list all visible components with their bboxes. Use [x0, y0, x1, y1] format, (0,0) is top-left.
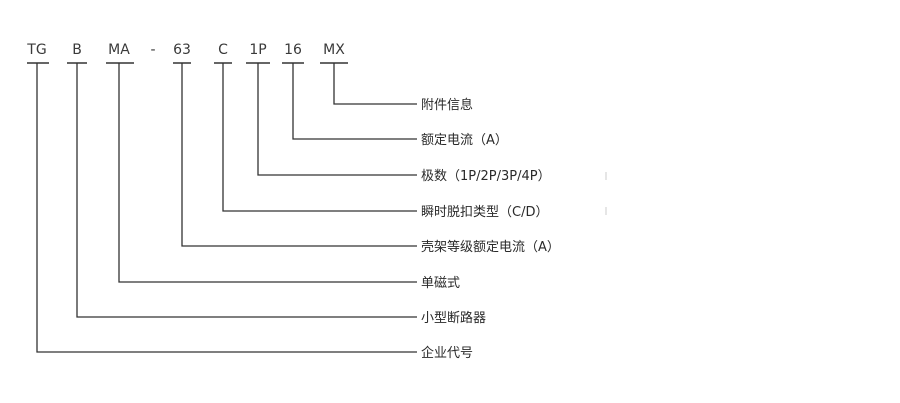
- leader-trip: [222, 63, 417, 212]
- desc-breaker: 小型断路器: [421, 310, 486, 326]
- code-company: TG: [26, 42, 46, 58]
- leader-accessory: [333, 63, 417, 105]
- desc-frame-current: 壳架等级额定电流（A）: [421, 239, 560, 255]
- code-dash: -: [150, 42, 155, 58]
- leader-magnetic: [118, 63, 417, 283]
- desc-magnetic: 单磁式: [421, 276, 460, 291]
- code-frame: 63: [173, 42, 191, 58]
- desc-rated-current: 额定电流（A）: [421, 133, 508, 148]
- leader-company: [36, 63, 417, 353]
- leader-poles: [257, 63, 417, 176]
- desc-accessory: 附件信息: [421, 97, 473, 113]
- code-poles: 1P: [249, 42, 266, 58]
- desc-poles: 极数（1P/2P/3P/4P）: [421, 169, 551, 184]
- leader-breaker: [76, 63, 417, 318]
- code-magnetic: MA: [108, 42, 130, 58]
- code-current: 16: [284, 42, 302, 58]
- desc-trip-type: 瞬时脱扣类型（C/D）: [421, 205, 548, 220]
- code-breaker: B: [72, 42, 82, 58]
- desc-company-code: 企业代号: [421, 345, 473, 361]
- leader-frame: [181, 63, 417, 247]
- leader-current: [292, 63, 417, 140]
- code-trip: C: [218, 42, 228, 58]
- code-accessory: MX: [323, 42, 345, 58]
